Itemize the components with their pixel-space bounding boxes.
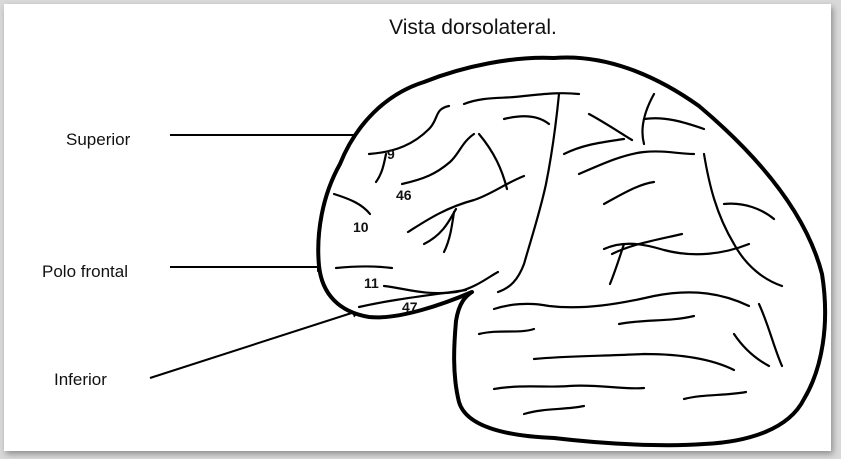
brain-outline: [318, 57, 825, 445]
area-9-label: 9: [387, 146, 395, 162]
figure-frame: Vista dorsolateral. Superior Polo fronta…: [4, 4, 831, 451]
brain-diagram: 9 46 10 11 47: [4, 4, 831, 451]
area-47-label: 47: [402, 299, 418, 315]
area-10-label: 10: [353, 219, 369, 235]
area-46-label: 46: [396, 187, 412, 203]
area-11-label: 11: [364, 275, 379, 291]
arrow-inferior: [150, 310, 361, 378]
